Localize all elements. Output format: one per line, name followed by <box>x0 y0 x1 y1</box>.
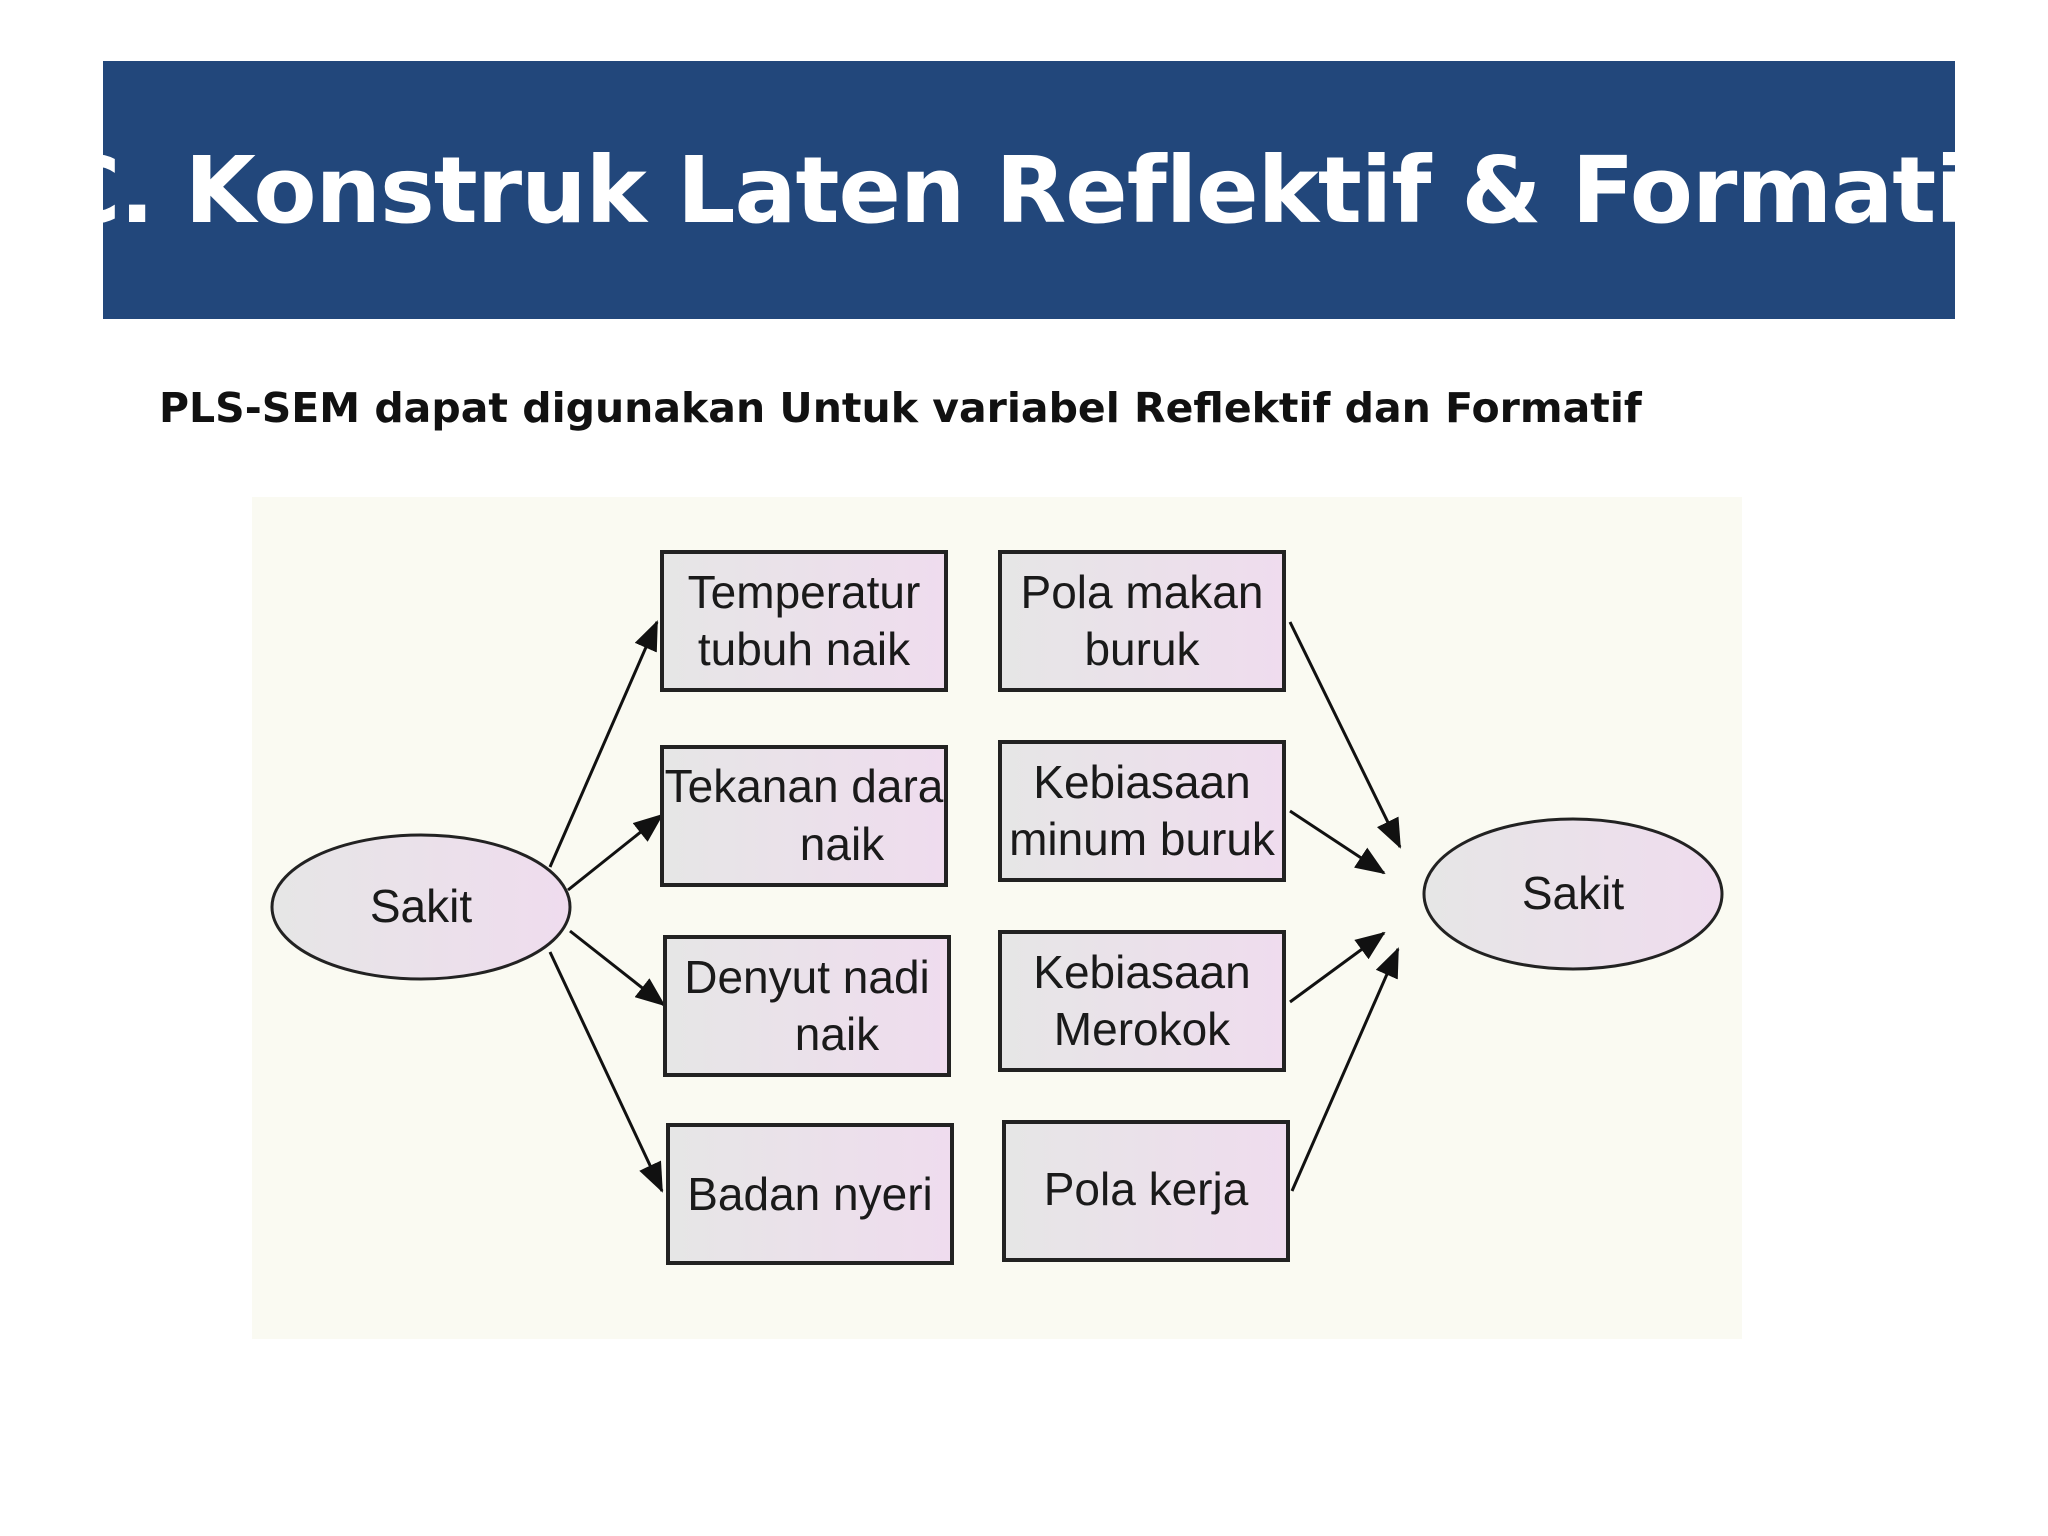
reflective-indicator: Badan nyeri <box>666 1123 954 1265</box>
arrow-formative-3 <box>1289 931 1386 1004</box>
indicator-line1: Kebiasaan <box>1033 946 1250 998</box>
formative-indicator: Kebiasaan minum buruk <box>998 740 1286 882</box>
indicator-line2: tubuh naik <box>698 623 911 675</box>
arrow-reflective-1 <box>548 620 659 868</box>
reflective-construct: Sakit <box>270 833 572 981</box>
indicator-line1: Tekanan dara <box>665 760 944 812</box>
arrow-reflective-3 <box>569 929 666 1007</box>
reflective-indicator: Temperatur tubuh naik <box>660 550 948 692</box>
reflective-indicator: Denyut nadi naik <box>663 935 951 1077</box>
indicator-line1: Kebiasaan <box>1033 756 1250 808</box>
indicator-line1: Pola makan <box>1021 566 1264 618</box>
indicator-line1: Badan nyeri <box>687 1168 933 1220</box>
reflective-construct-label: Sakit <box>370 880 472 932</box>
indicator-line1: Temperatur <box>688 566 921 618</box>
indicator-line1: Denyut nadi <box>684 951 930 1003</box>
arrow-formative-2 <box>1289 809 1386 875</box>
formative-construct: Sakit <box>1422 817 1724 971</box>
indicator-line1: Pola kerja <box>1044 1163 1249 1215</box>
formative-construct-label: Sakit <box>1522 867 1624 919</box>
indicator-line2: Merokok <box>1054 1003 1231 1055</box>
indicator-line2: naik <box>795 1008 880 1060</box>
formative-indicator: Pola kerja <box>1002 1120 1290 1262</box>
arrow-formative-4 <box>1290 947 1400 1192</box>
arrow-formative-1 <box>1288 621 1402 849</box>
formative-indicator: Pola makan buruk <box>998 550 1286 692</box>
arrow-reflective-4 <box>548 951 664 1193</box>
diagram-canvas: Sakit Temperatur tubuh naik Tekanan dara… <box>270 550 1724 1265</box>
slide-title: C. Konstruk Laten Reflektif & Formatif <box>53 136 2006 244</box>
indicator-line2: buruk <box>1084 623 1200 675</box>
title-bar: C. Konstruk Laten Reflektif & Formatif <box>53 61 2006 319</box>
reflective-indicator: Tekanan dara naik <box>660 745 948 887</box>
arrow-reflective-2 <box>567 813 664 892</box>
slide-subtitle: PLS-SEM dapat digunakan Untuk variabel R… <box>159 384 1642 432</box>
formative-indicator: Kebiasaan Merokok <box>998 930 1286 1072</box>
construct-diagram: Sakit Temperatur tubuh naik Tekanan dara… <box>252 497 1742 1339</box>
indicator-line2: minum buruk <box>1009 813 1276 865</box>
indicator-line2: naik <box>800 818 885 870</box>
